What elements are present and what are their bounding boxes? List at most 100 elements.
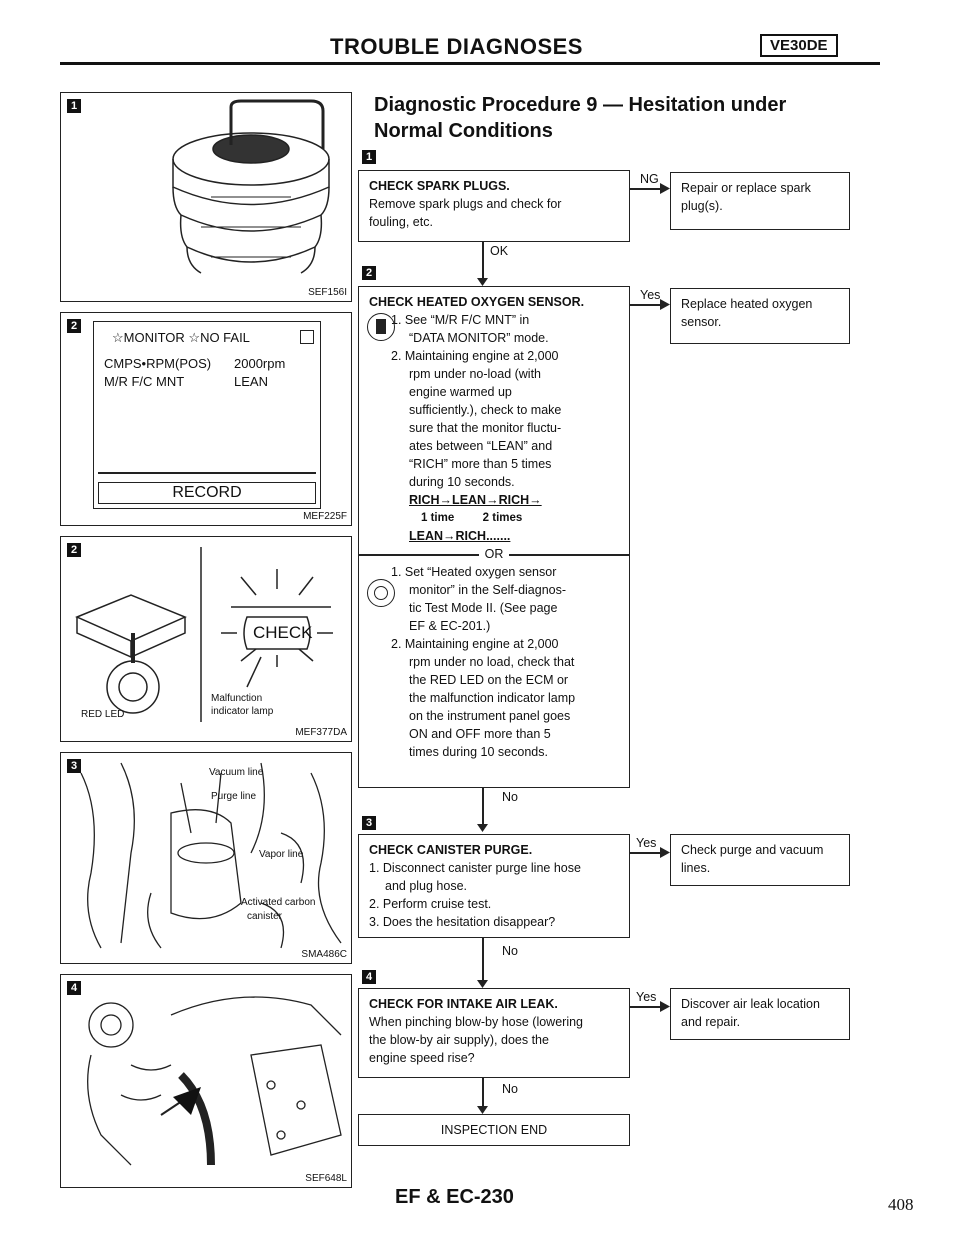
yes-label-2: Yes — [640, 288, 661, 302]
step1-result-line2: plug(s). — [681, 199, 723, 213]
check-lamp-label: CHECK — [253, 623, 313, 642]
yes-label-4: Yes — [636, 990, 657, 1004]
step1-line1: Remove spark plugs and check for — [369, 197, 562, 211]
purge-line-label: Purge line — [211, 791, 257, 802]
check-purge-lines-result: Check purge and vacuum lines. — [670, 834, 850, 886]
figure-code: SEF648L — [305, 1173, 347, 1184]
mil-label-2: indicator lamp — [211, 706, 274, 717]
monitor-row1-label: CMPS•RPM(POS) — [104, 356, 212, 371]
monitor-row1-value: 2000rpm — [234, 356, 286, 371]
figure-code: SMA486C — [301, 949, 347, 960]
step2-a6: sure that the monitor fluctu- — [409, 421, 562, 435]
step2-b7: the RED LED on the ECM or — [409, 673, 569, 687]
ng-label: NG — [640, 172, 659, 186]
step2-a9: during 10 seconds. — [409, 475, 515, 489]
step3-title: CHECK CANISTER PURGE. — [369, 843, 533, 857]
figure-code: SEF156I — [308, 287, 347, 298]
figure-spark-plug: 1 SEF156I — [60, 92, 352, 302]
figure-code: MEF225F — [303, 511, 347, 522]
step3-line3: 2. Perform cruise test. — [369, 897, 492, 911]
flow-step-marker-1: 1 — [362, 150, 376, 164]
page-number: 408 — [888, 1195, 914, 1214]
monitor-header: ☆MONITOR ☆NO FAIL — [112, 330, 250, 345]
no-label-2: No — [502, 790, 518, 804]
repair-spark-plug-result: Repair or replace spark plug(s). — [670, 172, 850, 230]
step2-a3: rpm under no-load (with — [409, 367, 542, 381]
procedure-title-line1: Diagnostic Procedure 9 — Hesitation unde… — [374, 94, 787, 116]
step-marker-1: 1 — [67, 99, 81, 113]
flow-step-marker-4: 4 — [362, 970, 376, 984]
step1-result-line1: Repair or replace spark — [681, 181, 811, 195]
step4-title: CHECK FOR INTAKE AIR LEAK. — [369, 997, 558, 1011]
monitor-screen: ☆MONITOR ☆NO FAIL CMPS•RPM(POS) 2000rpm … — [93, 321, 321, 509]
monitor-row2-label: M/R F/C MNT — [104, 374, 185, 389]
step-marker-4: 4 — [67, 981, 81, 995]
replace-oxygen-sensor-result: Replace heated oxygen sensor. — [670, 288, 850, 344]
step1-title: CHECK SPARK PLUGS. — [369, 179, 510, 193]
step-marker-3: 3 — [67, 759, 81, 773]
canister-illustration — [80, 762, 342, 949]
step4-line2: the blow-by air supply), does the — [369, 1033, 549, 1047]
procedure-title-line2: Normal Conditions — [374, 120, 553, 142]
step2-a2: 2. Maintaining engine at 2,000 — [391, 349, 559, 363]
step4-result-line1: Discover air leak location — [681, 997, 820, 1011]
step3-result-line1: Check purge and vacuum — [681, 843, 824, 857]
vacuum-line-label: Vacuum line — [209, 767, 264, 778]
step2-seq2: LEAN→RICH....... — [409, 529, 511, 543]
no-label-4: No — [502, 1082, 518, 1096]
step4-result-line2: and repair. — [681, 1015, 741, 1029]
step-marker-2: 2 — [67, 319, 81, 333]
yes-label-3: Yes — [636, 836, 657, 850]
check-canister-purge-box: CHECK CANISTER PURGE. 1. Disconnect cani… — [358, 834, 630, 938]
header-rule — [60, 62, 880, 65]
step2-b8: the malfunction indicator lamp — [409, 691, 576, 705]
self-diagnosis-icon — [367, 579, 395, 607]
figure-canister: 3 Vacuum line Purge line Vapor line Acti… — [60, 752, 352, 964]
or-label: OR — [478, 547, 510, 561]
flow-step-marker-3: 3 — [362, 816, 376, 830]
red-led-label: RED LED — [81, 709, 125, 720]
engine-tag: VE30DE — [760, 34, 838, 57]
step2-result-line1: Replace heated oxygen — [681, 297, 813, 311]
step2-a5: sufficiently.), check to make — [409, 403, 562, 417]
step2-seq-t1: 1 time — [421, 512, 455, 524]
step2-a8: “RICH” more than 5 times — [409, 457, 552, 471]
footer-section-code: EF & EC-230 — [395, 1186, 514, 1208]
monitor-row2-value: LEAN — [234, 374, 268, 389]
checkbox-icon — [300, 330, 314, 344]
step2-result-line2: sensor. — [681, 315, 722, 329]
vapor-line-label: Vapor line — [259, 849, 304, 860]
flow-step-marker-2: 2 — [362, 266, 376, 280]
step2-a1: 1. See “M/R F/C MNT” in — [391, 313, 530, 327]
step2-seq1: RICH→LEAN→RICH→ — [409, 493, 542, 507]
step3-result-line2: lines. — [681, 861, 711, 875]
step2-b5: 2. Maintaining engine at 2,000 — [391, 637, 559, 651]
step2-b4: EF & EC-201.) — [409, 619, 491, 633]
or-divider: OR — [359, 545, 629, 563]
step3-line2: and plug hose. — [385, 879, 468, 893]
spark-plug-illustration — [172, 99, 330, 274]
step2-a4: engine warmed up — [409, 385, 512, 399]
step2-b1: 1. Set “Heated oxygen sensor — [391, 565, 557, 579]
activated-carbon-label: Activated carbon — [241, 897, 316, 908]
step2-a7: ates between “LEAN” and — [409, 439, 553, 453]
step2-b11: times during 10 seconds. — [409, 745, 548, 759]
step3-line4: 3. Does the hesitation disappear? — [369, 915, 556, 929]
engine-illustration — [87, 996, 342, 1166]
figure-blow-by-hose: 4 SEF648L — [60, 974, 352, 1188]
step2-b6: rpm under no load, check that — [409, 655, 575, 669]
consult-tool-icon — [367, 313, 395, 341]
step2-b2: monitor” in the Self-diagnos- — [409, 583, 567, 597]
step2-b9: on the instrument panel goes — [409, 709, 571, 723]
figure-ecm-check-lamp: 2 CHECK RED LED Malfunction indicator la… — [60, 536, 352, 742]
mil-label-1: Malfunction — [211, 693, 263, 704]
step3-line1: 1. Disconnect canister purge line hose — [369, 861, 581, 875]
air-leak-repair-result: Discover air leak location and repair. — [670, 988, 850, 1040]
step4-line3: engine speed rise? — [369, 1051, 475, 1065]
procedure-title: Diagnostic Procedure 9 — Hesitation unde… — [374, 92, 786, 144]
step2-b10: ON and OFF more than 5 — [409, 727, 551, 741]
check-spark-plugs-box: CHECK SPARK PLUGS. Remove spark plugs an… — [358, 170, 630, 242]
inspection-end-box: INSPECTION END — [358, 1114, 630, 1146]
step2-b3: tic Test Mode II. (See page — [409, 601, 558, 615]
step4-line1: When pinching blow-by hose (lowering — [369, 1015, 584, 1029]
